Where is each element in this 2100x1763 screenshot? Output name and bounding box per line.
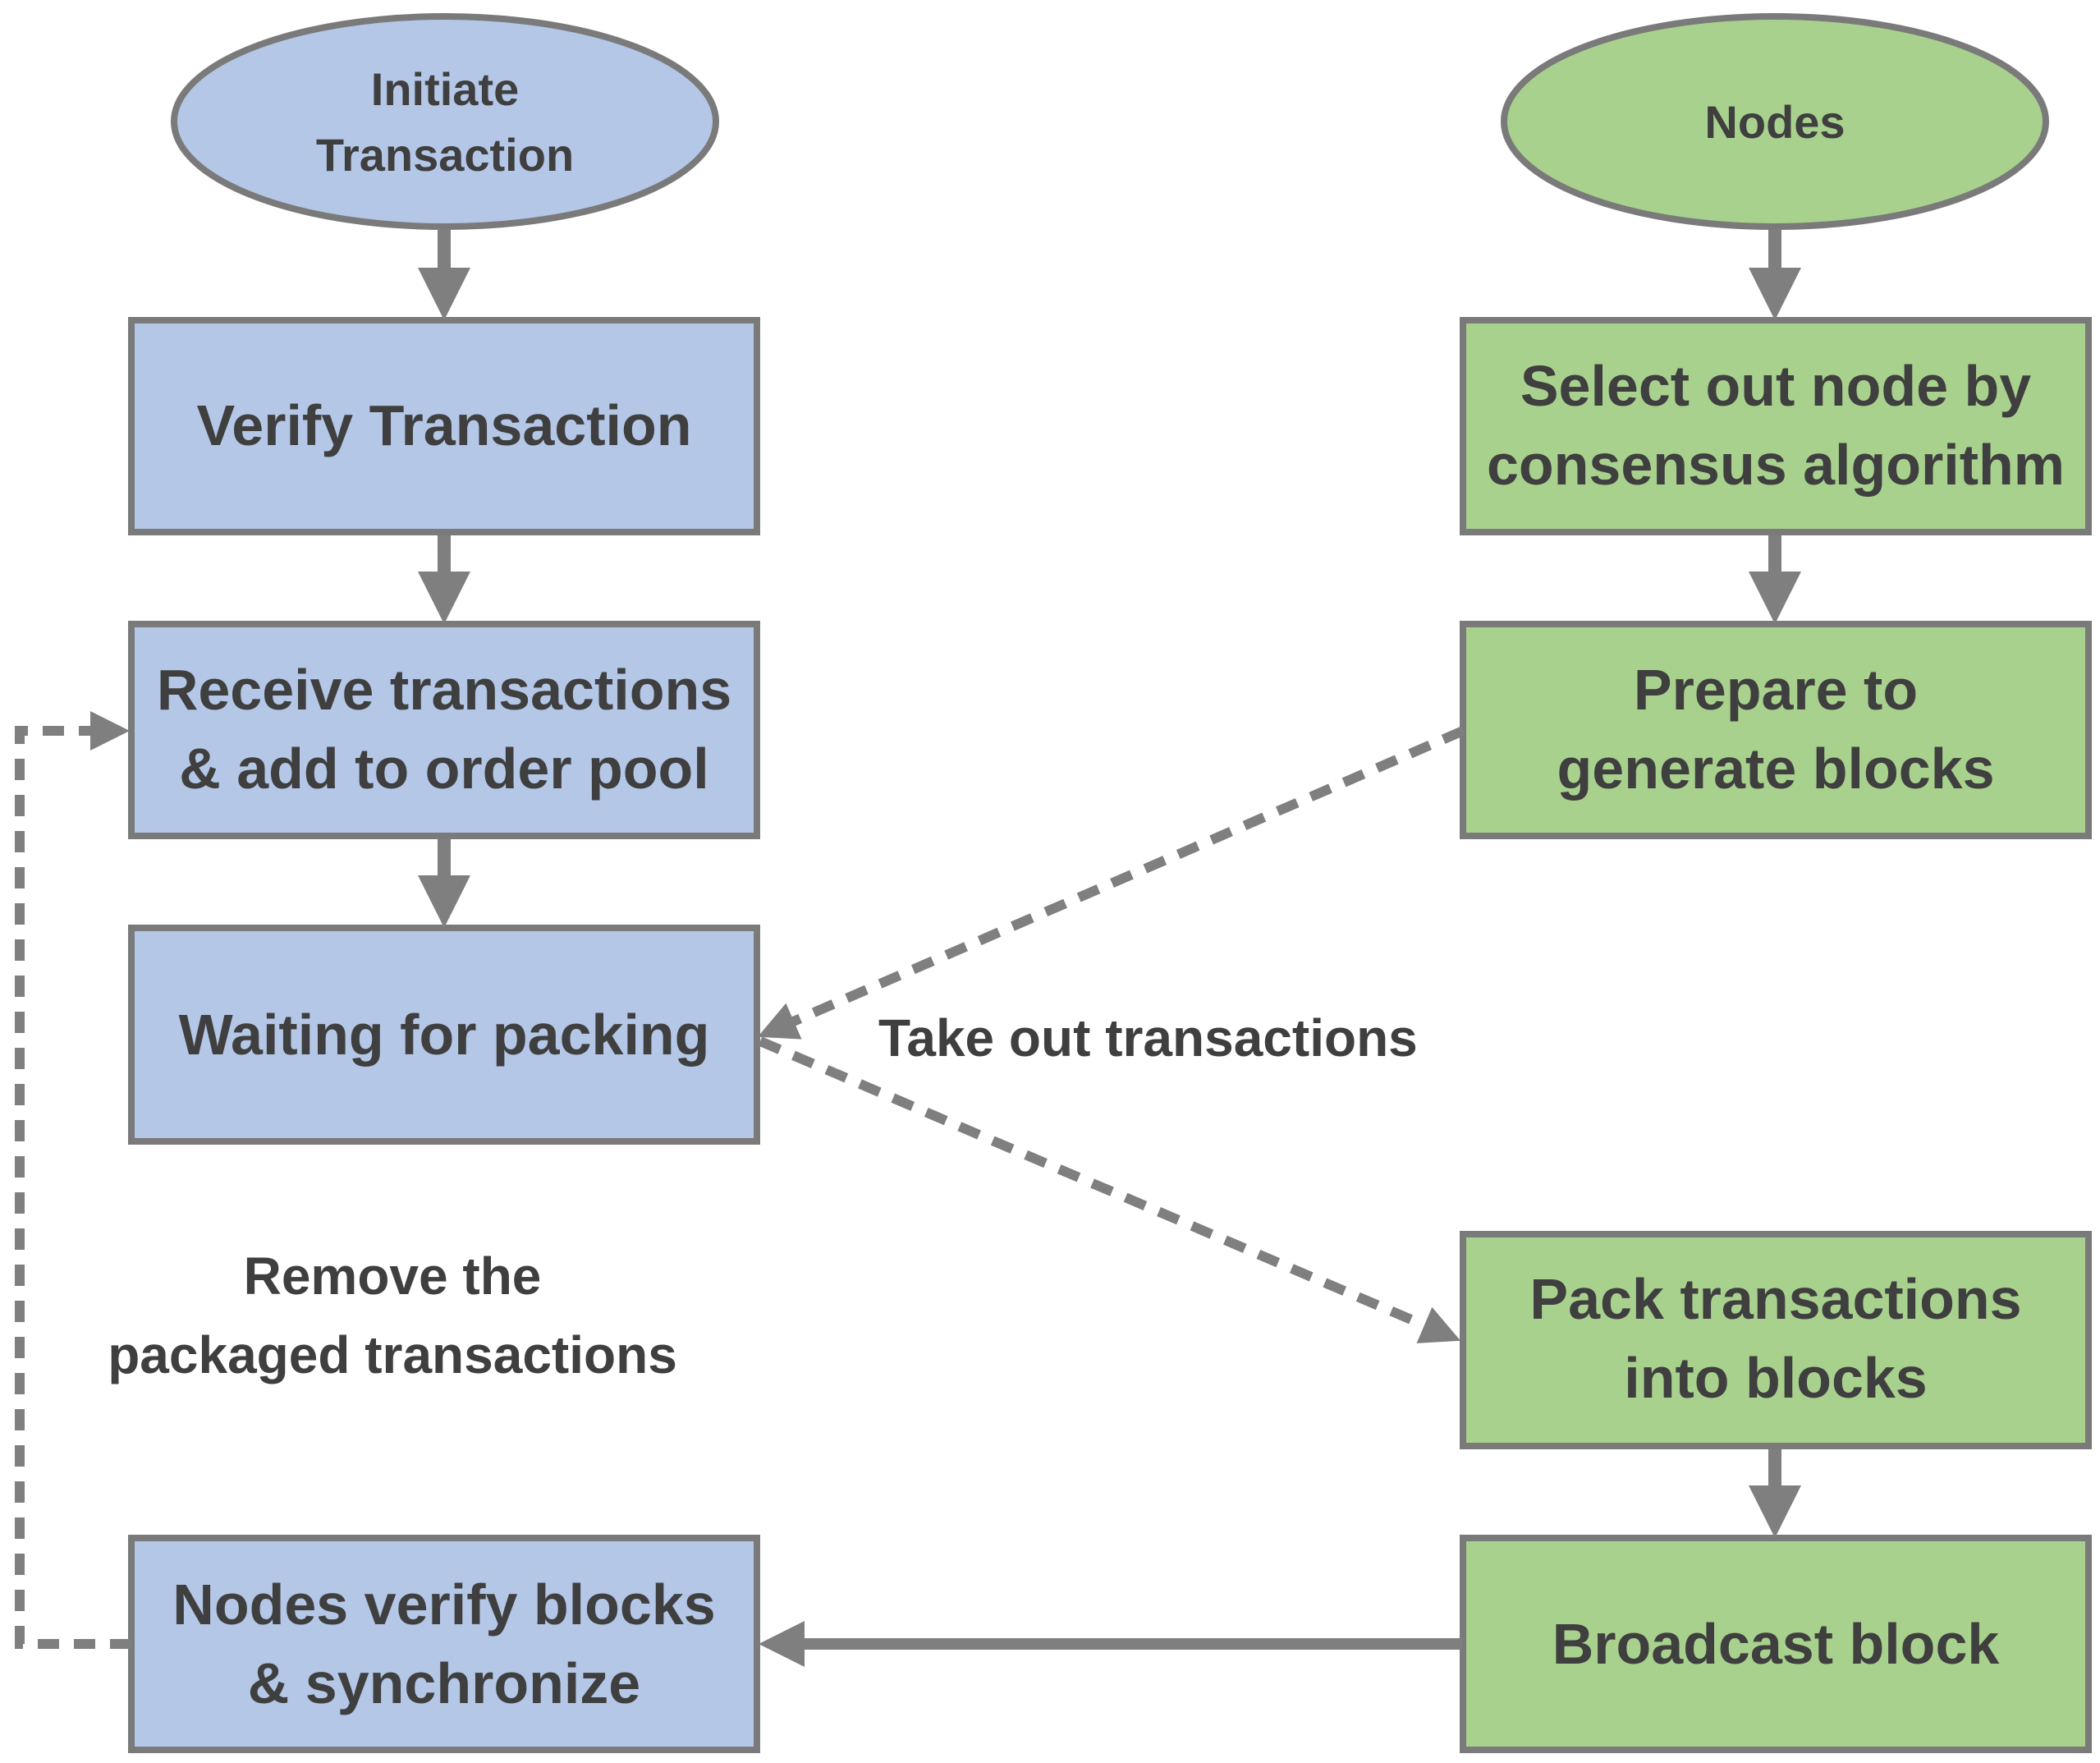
- nodes-label: Nodes: [1704, 96, 1845, 148]
- select-node-box: [1460, 317, 2092, 535]
- pack-transactions-label-line1: Pack transactions: [1529, 1267, 2021, 1331]
- receive-transactions-step: Receive transactions & add to order pool: [128, 621, 760, 839]
- pack-transactions-label-line2: into blocks: [1624, 1346, 1927, 1410]
- nodes-verify-blocks-step: Nodes verify blocks & synchronize: [128, 1535, 760, 1753]
- remove-packaged-label-line1: Remove the: [244, 1246, 542, 1306]
- verify-transaction-step: Verify Transaction: [128, 317, 760, 535]
- initiate-transaction-terminal: Initiate Transaction: [171, 13, 719, 230]
- select-node-label-line2: consensus algorithm: [1487, 433, 2065, 497]
- waiting-for-packing-step: Waiting for packing: [128, 925, 760, 1145]
- verify-transaction-box: [128, 317, 760, 535]
- nodes-terminal: Nodes: [1501, 13, 2049, 230]
- waiting-for-packing-label: Waiting for packing: [179, 1003, 710, 1067]
- broadcast-block-box: [1460, 1535, 2092, 1753]
- select-node-step: Select out node by consensus algorithm: [1460, 317, 2092, 535]
- prepare-blocks-label-line1: Prepare to: [1634, 658, 1918, 722]
- dashed-arrow-nodes-verify-to-receive: [15, 711, 131, 1649]
- select-node-label-line1: Select out node by: [1520, 354, 2031, 418]
- receive-transactions-label-line2: & add to order pool: [179, 737, 709, 801]
- receive-transactions-label-line1: Receive transactions: [157, 658, 731, 722]
- pack-transactions-step: Pack transactions into blocks: [1460, 1231, 2092, 1449]
- nodes-ellipse: [1501, 13, 2049, 230]
- prepare-blocks-step: Prepare to generate blocks: [1460, 621, 2092, 839]
- initiate-transaction-ellipse: [171, 13, 719, 230]
- nodes-verify-blocks-label-line1: Nodes verify blocks: [172, 1572, 715, 1637]
- pack-transactions-box: [1460, 1231, 2092, 1449]
- dashed-arrow-prepare-to-waiting: [757, 726, 1465, 1040]
- take-out-transactions-label: Take out transactions: [878, 1008, 1418, 1067]
- broadcast-block-step: Broadcast block: [1460, 1535, 2092, 1753]
- broadcast-block-label: Broadcast block: [1552, 1612, 2000, 1676]
- dashed-arrow-waiting-to-pack: [758, 1036, 1461, 1343]
- prepare-blocks-box: [1460, 621, 2092, 839]
- waiting-for-packing-box: [128, 925, 760, 1145]
- remove-packaged-label-line2: packaged transactions: [108, 1325, 677, 1384]
- verify-transaction-label: Verify Transaction: [196, 393, 691, 457]
- initiate-transaction-label-line1: Initiate: [371, 63, 519, 115]
- receive-transactions-box: [128, 621, 760, 839]
- prepare-blocks-label-line2: generate blocks: [1557, 737, 1995, 801]
- nodes-verify-blocks-box: [128, 1535, 760, 1753]
- nodes-verify-blocks-label-line2: & synchronize: [248, 1651, 640, 1715]
- initiate-transaction-label-line2: Transaction: [316, 129, 574, 181]
